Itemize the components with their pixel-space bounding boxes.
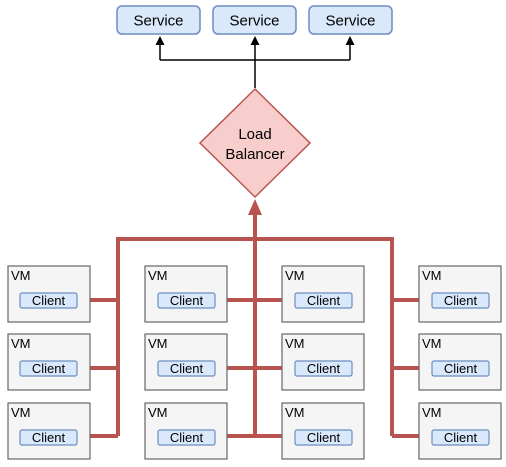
load-balancer-label-line2: Balancer [225, 146, 284, 163]
vm-box[interactable]: VM Client [144, 333, 228, 391]
service-1-arrowhead [155, 36, 165, 45]
client-label: Client [170, 293, 204, 308]
vm-label: VM [11, 336, 31, 351]
load-balancer-label-line1: Load [238, 126, 271, 143]
vm-box[interactable]: VM Client [281, 333, 365, 391]
service-box-3[interactable]: Service [308, 5, 393, 35]
vm-box[interactable]: VM Client [418, 333, 502, 391]
client-box[interactable]: Client [19, 429, 78, 446]
client-box[interactable]: Client [431, 360, 490, 377]
vm-label: VM [422, 405, 442, 420]
load-balancer[interactable]: Load Balancer [198, 87, 312, 199]
vm-label: VM [422, 336, 442, 351]
client-label: Client [444, 361, 478, 376]
client-label: Client [444, 430, 478, 445]
client-box[interactable]: Client [431, 292, 490, 309]
vm-box[interactable]: VM Client [418, 265, 502, 323]
service-connectors [159, 44, 351, 88]
client-box[interactable]: Client [431, 429, 490, 446]
vm-label: VM [148, 268, 168, 283]
vm-box[interactable]: VM Client [281, 265, 365, 323]
vm-box[interactable]: VM Client [144, 265, 228, 323]
client-box[interactable]: Client [157, 360, 216, 377]
client-box[interactable]: Client [19, 360, 78, 377]
client-connectors [78, 214, 433, 438]
vm-label: VM [148, 405, 168, 420]
service-label: Service [325, 13, 375, 30]
vm-box[interactable]: VM Client [7, 265, 91, 323]
vm-label: VM [11, 268, 31, 283]
client-box[interactable]: Client [157, 429, 216, 446]
client-box[interactable]: Client [157, 292, 216, 309]
client-label: Client [32, 293, 66, 308]
vm-box[interactable]: VM Client [144, 402, 228, 460]
vm-box[interactable]: VM Client [418, 402, 502, 460]
vm-box[interactable]: VM Client [7, 402, 91, 460]
service-label: Service [229, 13, 279, 30]
vm-label: VM [285, 336, 305, 351]
client-label: Client [307, 361, 341, 376]
client-label: Client [307, 293, 341, 308]
vm-box[interactable]: VM Client [281, 402, 365, 460]
client-label: Client [170, 430, 204, 445]
client-label: Client [444, 293, 478, 308]
vm-label: VM [148, 336, 168, 351]
vm-box[interactable]: VM Client [7, 333, 91, 391]
service-3-arrowhead [345, 36, 355, 45]
client-box[interactable]: Client [294, 360, 353, 377]
client-box[interactable]: Client [294, 292, 353, 309]
service-2-arrowhead [250, 36, 260, 45]
client-label: Client [32, 430, 66, 445]
client-box[interactable]: Client [294, 429, 353, 446]
vm-label: VM [285, 268, 305, 283]
vm-label: VM [422, 268, 442, 283]
load-balancer-arrowhead [248, 199, 262, 215]
client-label: Client [307, 430, 341, 445]
service-arrowheads [155, 36, 355, 45]
client-label: Client [32, 361, 66, 376]
service-box-2[interactable]: Service [212, 5, 297, 35]
vm-label: VM [11, 405, 31, 420]
service-box-1[interactable]: Service [116, 5, 201, 35]
client-label: Client [170, 361, 204, 376]
client-box[interactable]: Client [19, 292, 78, 309]
vm-label: VM [285, 405, 305, 420]
service-label: Service [133, 13, 183, 30]
